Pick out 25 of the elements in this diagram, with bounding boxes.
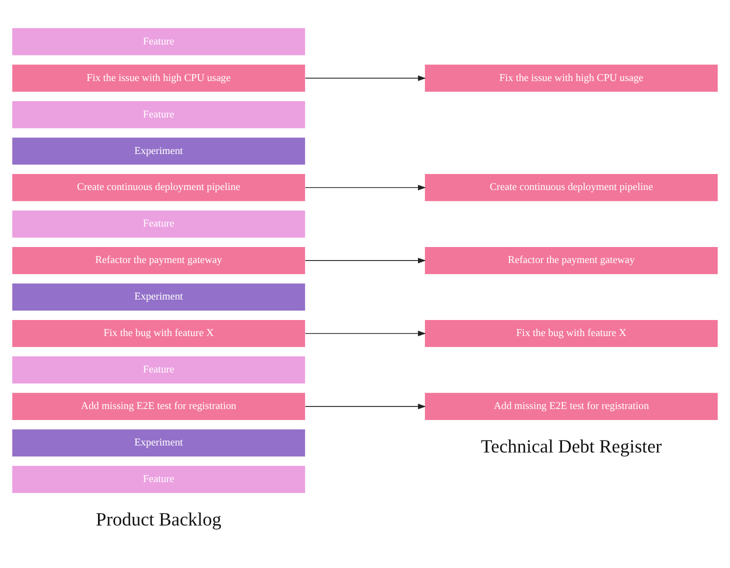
node-box: Fix the issue with high CPU usage <box>424 64 718 92</box>
node-box: Fix the bug with feature X <box>12 320 306 348</box>
label: Product Backlog <box>96 510 222 531</box>
label: Technical Debt Register <box>480 436 662 458</box>
arrow <box>304 184 426 190</box>
node-box: Experiment <box>12 138 306 165</box>
node-box: Experiment <box>12 283 306 311</box>
node-box: Feature <box>12 356 306 384</box>
node-box: Fix the bug with feature X <box>424 320 718 348</box>
arrow <box>304 404 426 410</box>
node-box: Fix the issue with high CPU usage <box>12 64 306 92</box>
node-box: Refactor the payment gateway <box>424 247 718 274</box>
node-box: Feature <box>12 101 306 128</box>
node-box: Add missing E2E test for registration <box>424 392 718 420</box>
arrow <box>304 258 426 264</box>
node-box: Create continuous deployment pipeline <box>424 174 718 202</box>
node-box: Experiment <box>12 429 306 456</box>
node-box: Create continuous deployment pipeline <box>12 174 306 202</box>
node-box: Feature <box>12 28 306 56</box>
arrow <box>304 75 426 81</box>
arrow <box>304 330 426 336</box>
node-box: Feature <box>12 466 306 493</box>
node-box: Add missing E2E test for registration <box>12 392 306 420</box>
node-box: Refactor the payment gateway <box>12 247 306 274</box>
node-box: Feature <box>12 210 306 238</box>
